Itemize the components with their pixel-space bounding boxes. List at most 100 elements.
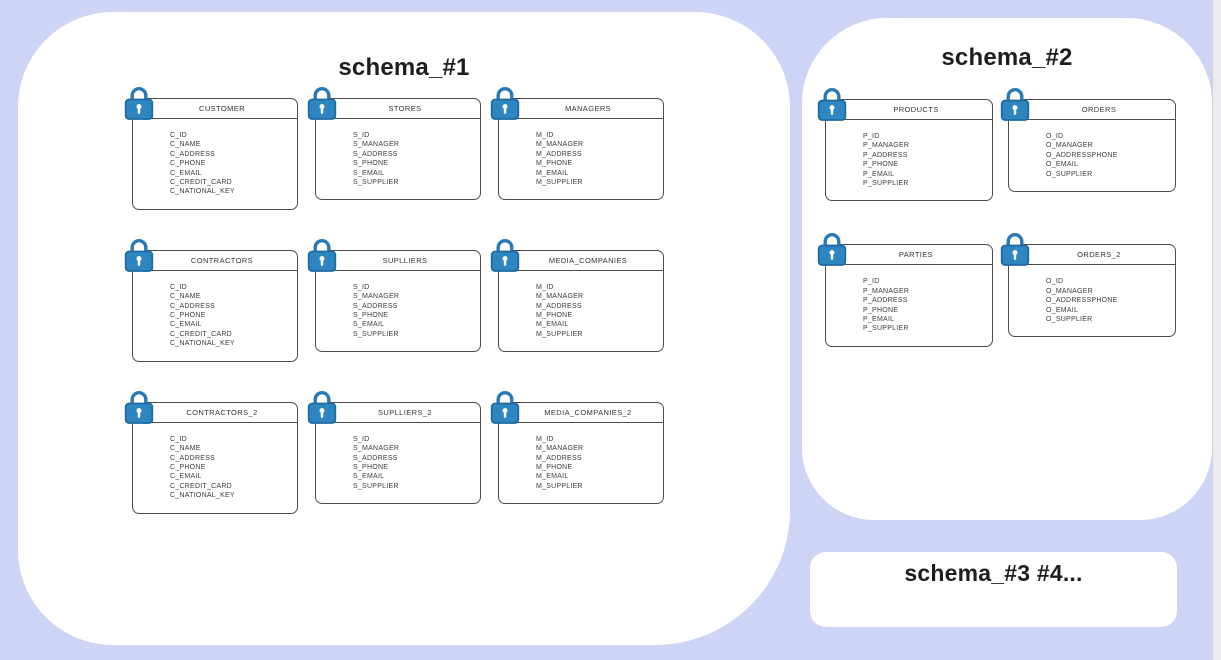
lock-icon — [307, 237, 337, 273]
table-field: O_SUPPLIER — [1046, 170, 1093, 178]
table-field: C_NATIONAL_KEY — [170, 340, 235, 348]
table-field: C_EMAIL — [170, 169, 202, 177]
table-field: S_SUPPLIER — [353, 330, 399, 338]
table-field: P_EMAIL — [863, 316, 895, 324]
table-field: C_CREDIT_CARD — [170, 482, 232, 490]
schema-title: schema_#2 — [941, 44, 1073, 71]
table-field: O_ADDRESSPHONE — [1046, 297, 1118, 305]
table-field: P_MANAGER — [863, 142, 910, 150]
lock-icon — [490, 389, 520, 425]
table-field: S_PHONE — [353, 463, 389, 471]
table-field: P_PHONE — [863, 161, 899, 169]
table-field: M_PHONE — [536, 312, 573, 320]
lock-icon — [817, 86, 847, 122]
table-field: S_PHONE — [353, 160, 389, 168]
table-field: C_NATIONAL_KEY — [170, 492, 235, 500]
table-field: S_MANAGER — [353, 445, 400, 453]
table-name: ORDERS — [1009, 100, 1175, 120]
table-field: C_ADDRESS — [170, 302, 216, 310]
table-field: M_EMAIL — [536, 473, 569, 481]
table-field: O_ID — [1046, 133, 1064, 140]
table-field: M_SUPPLIER — [536, 482, 583, 490]
table-field: C_ADDRESS — [170, 454, 216, 462]
table-field: S_ID — [353, 283, 370, 291]
table-field: M_MANAGER — [536, 141, 584, 149]
schema-title: schema_#3 #4... — [904, 560, 1083, 586]
table-field: M_ID — [536, 283, 554, 291]
table-field: S_ADDRESS — [353, 454, 398, 462]
lock-icon — [490, 85, 520, 121]
table-field: C_ID — [170, 283, 187, 291]
table-name: MANAGERS — [499, 99, 663, 119]
table-field: M_ADDRESS — [536, 150, 582, 158]
table-field: C_PHONE — [170, 160, 206, 168]
table-field: C_ADDRESS — [170, 150, 216, 158]
table-field: C_NAME — [170, 141, 201, 149]
schema-title: schema_#1 — [338, 54, 470, 81]
table-field: S_ADDRESS — [353, 302, 398, 310]
table-field: C_ID — [170, 435, 187, 443]
table-field: C_NATIONAL_KEY — [170, 188, 235, 196]
table-name: STORES — [316, 99, 480, 119]
table-field: P_ADDRESS — [863, 297, 908, 305]
table-field: M_EMAIL — [536, 169, 569, 177]
table-field: P_SUPPLIER — [863, 325, 909, 333]
table-field: M_EMAIL — [536, 321, 569, 329]
table-field: P_ID — [863, 278, 880, 286]
table-field: C_EMAIL — [170, 321, 202, 329]
lock-icon — [307, 389, 337, 425]
table-field: O_EMAIL — [1046, 161, 1079, 169]
table-name: CONTRACTORS_2 — [133, 403, 297, 423]
lock-icon — [817, 231, 847, 267]
canvas-edge-strip — [1212, 0, 1221, 660]
table-field: S_ID — [353, 435, 370, 443]
table-name: PARTIES — [826, 245, 992, 266]
table-field: S_PHONE — [353, 312, 389, 320]
table-name: SUPLLIERS_2 — [316, 403, 480, 423]
schema-container-3-4[interactable]: schema_#3 #4... — [810, 552, 1177, 627]
table-field: M_ID — [536, 435, 554, 443]
table-field: S_SUPPLIER — [353, 179, 399, 187]
table-field: P_PHONE — [863, 306, 899, 314]
table-name: CUSTOMER — [133, 99, 297, 119]
table-field: S_SUPPLIER — [353, 482, 399, 490]
table-field: P_ID — [863, 133, 880, 140]
table-field: M_ADDRESS — [536, 454, 582, 462]
table-field: O_ID — [1046, 278, 1064, 286]
table-field: M_ID — [536, 132, 554, 139]
table-field: O_MANAGER — [1046, 287, 1093, 295]
table-field: O_MANAGER — [1046, 142, 1093, 150]
table-field: M_SUPPLIER — [536, 179, 583, 187]
table-field: P_MANAGER — [863, 287, 910, 295]
table-field: C_CREDIT_CARD — [170, 330, 232, 338]
table-field: S_EMAIL — [353, 473, 385, 481]
lock-icon — [307, 85, 337, 121]
lock-icon — [124, 389, 154, 425]
table-name: ORDERS_2 — [1009, 245, 1175, 266]
lock-icon — [124, 85, 154, 121]
